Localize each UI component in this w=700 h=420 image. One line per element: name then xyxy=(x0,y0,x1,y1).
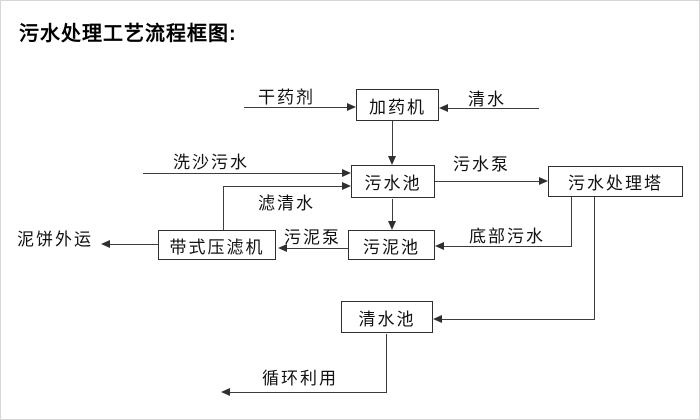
edge-sludge-pump-arrowhead-icon xyxy=(278,244,287,252)
edge-filtered-water-riser-line xyxy=(223,186,224,230)
node-clean-water-pool: 清水池 xyxy=(341,301,433,333)
label-bottom-sewage: 底部污水 xyxy=(469,227,545,246)
label-clean-water: 清水 xyxy=(468,90,506,109)
edge-mud-cake-arrowhead-icon xyxy=(101,240,110,248)
node-sludge-pool: 污泥池 xyxy=(348,230,435,260)
label-sand-washing-sewage: 洗沙污水 xyxy=(173,153,249,172)
edge-filtered-water-arrowhead-icon xyxy=(342,182,351,190)
label-mud-cake-outbound: 泥饼外运 xyxy=(17,230,93,249)
edge-tower-to-clean-line xyxy=(442,319,595,320)
label-sewage-pump: 污水泵 xyxy=(453,155,510,174)
edge-filtered-water-line xyxy=(223,186,342,187)
edge-dosing-to-sewage-arrowhead-icon xyxy=(388,156,396,165)
node-belt-filter-press: 带式压滤机 xyxy=(158,230,276,260)
node-treatment-tower: 污水处理塔 xyxy=(548,166,683,197)
diagram-title: 污水处理工艺流程框图: xyxy=(19,23,237,45)
edge-dosing-to-sewage-line xyxy=(392,121,393,157)
label-dry-chemical: 干药剂 xyxy=(258,88,315,107)
edge-recycle-line xyxy=(230,392,387,393)
edge-recycle-riser-line xyxy=(386,334,387,392)
edge-tower-to-clean-arrowhead-icon xyxy=(433,315,442,323)
edge-bottom-sewage-riser-line xyxy=(571,197,572,246)
edge-sewage-to-sludge-line xyxy=(392,199,393,221)
edge-clean-water-arrowhead-icon xyxy=(439,104,448,112)
edge-recycle-arrowhead-icon xyxy=(221,388,230,396)
node-dosing-machine: 加药机 xyxy=(356,89,439,121)
edge-dry-chemical-line xyxy=(244,107,348,108)
label-filtered-water: 滤清水 xyxy=(258,194,315,213)
edge-tower-to-clean-riser-line xyxy=(594,197,595,319)
edge-sand-washing-arrowhead-icon xyxy=(342,169,351,177)
edge-sewage-to-sludge-arrowhead-icon xyxy=(388,221,396,230)
edge-sewage-pump-line xyxy=(435,181,539,182)
edge-mud-cake-line xyxy=(110,244,158,245)
node-sewage-pool: 污水池 xyxy=(351,165,435,198)
edge-bottom-sewage-arrowhead-icon xyxy=(435,242,444,250)
edge-clean-water-line xyxy=(448,108,539,109)
edge-bottom-sewage-line xyxy=(444,246,572,247)
edge-dry-chemical-arrowhead-icon xyxy=(347,103,356,111)
edge-sand-washing-line xyxy=(143,173,342,174)
label-recycle-use: 循环利用 xyxy=(262,369,338,388)
label-sludge-pump: 污泥泵 xyxy=(284,228,341,247)
edge-sewage-pump-arrowhead-icon xyxy=(539,177,548,185)
edge-sludge-pump-line xyxy=(287,248,348,249)
